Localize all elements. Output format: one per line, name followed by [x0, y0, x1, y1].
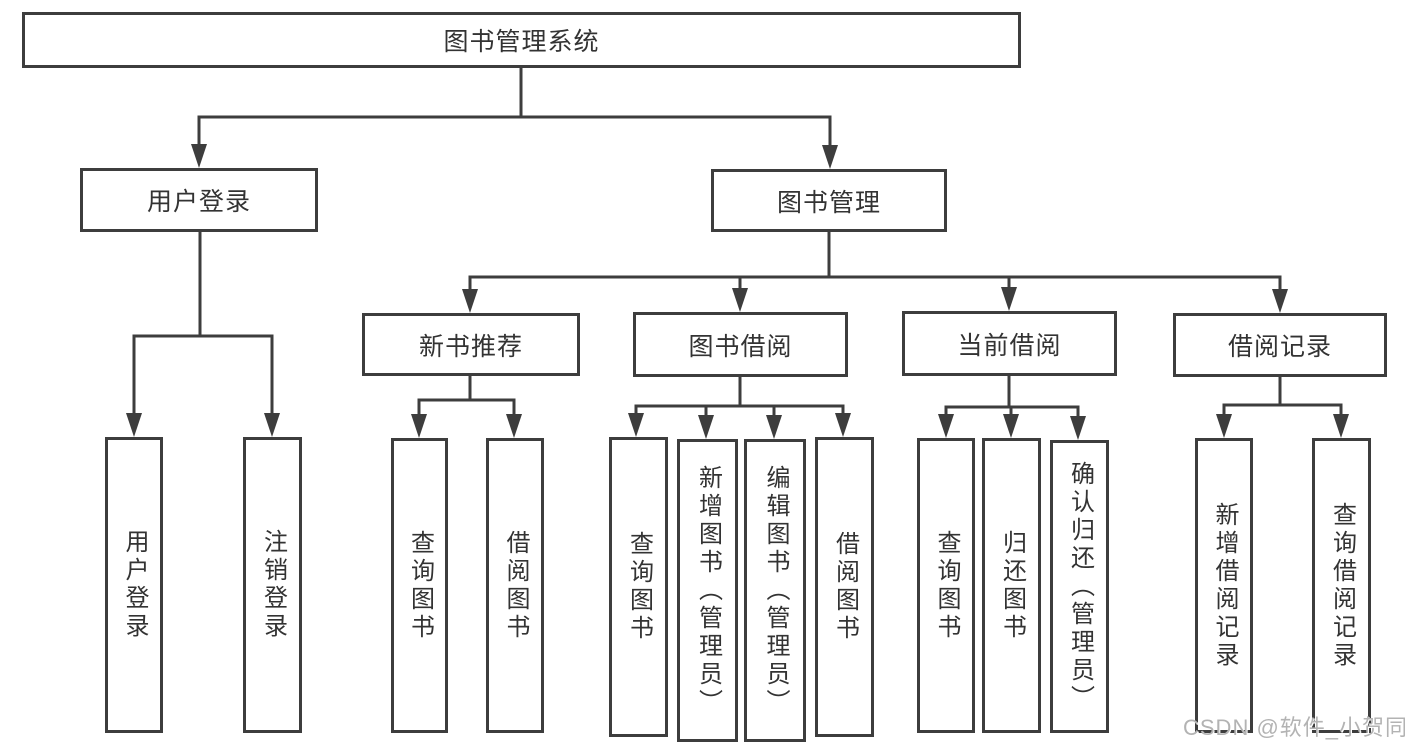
node-search-books-borrowing: 查询图书 [609, 437, 668, 737]
node-current-borrowing: 当前借阅 [902, 311, 1117, 376]
node-borrow-books-leaf: 借阅图书 [815, 437, 874, 737]
node-book-management: 图书管理 [711, 169, 947, 232]
connector-path [132, 68, 1343, 418]
node-return-books: 归还图书 [982, 438, 1041, 733]
node-library-management-system: 图书管理系统 [22, 12, 1021, 68]
node-borrow-books-recommend: 借阅图书 [486, 438, 544, 733]
node-logout-leaf: 注销登录 [243, 437, 302, 733]
node-add-borrow-record: 新增借阅记录 [1195, 438, 1253, 733]
node-search-borrow-record: 查询借阅记录 [1312, 438, 1371, 733]
node-search-books-recommend: 查询图书 [391, 438, 448, 733]
watermark: CSDN @软件_小贺同学 [1183, 715, 1405, 740]
node-search-books-current: 查询图书 [917, 438, 975, 733]
node-confirm-return-admin: 确认归还（管理员） [1050, 440, 1109, 733]
arrowhead-icons [126, 144, 1349, 440]
node-borrowing-records: 借阅记录 [1173, 313, 1387, 377]
node-book-borrowing: 图书借阅 [633, 312, 848, 377]
node-user-login: 用户登录 [80, 168, 318, 232]
node-new-book-recommendation: 新书推荐 [362, 313, 580, 376]
node-add-book-admin: 新增图书（管理员） [677, 439, 738, 742]
node-user-login-leaf: 用户登录 [105, 437, 163, 733]
node-edit-book-admin: 编辑图书（管理员） [744, 439, 806, 742]
